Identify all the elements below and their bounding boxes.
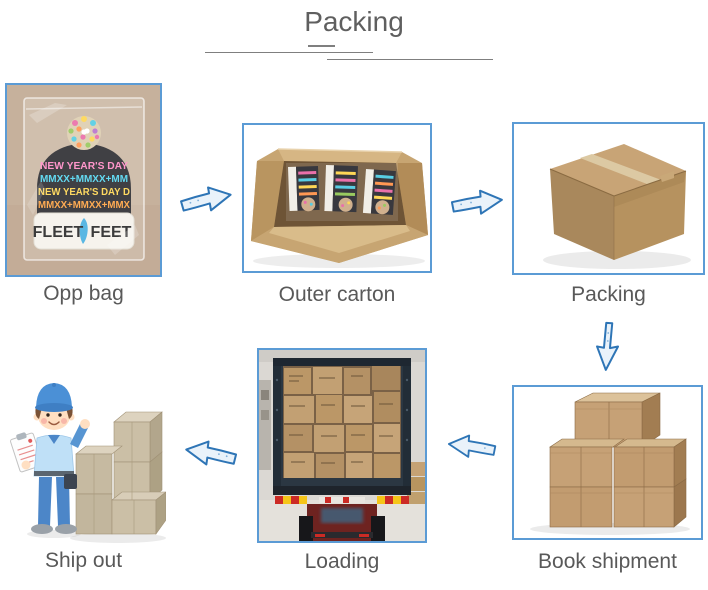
- title-underline-small: [308, 45, 335, 47]
- opp-bag-illustration: NEW YEAR'S DAY MMXX+MMXX+MM NEW YEAR'S D…: [7, 85, 160, 275]
- page-title: Packing: [304, 6, 404, 37]
- beanie-text-line1: NEW YEAR'S DAY: [40, 161, 128, 172]
- step-label-outer-carton: Outer carton: [278, 283, 396, 306]
- outer-carton-illustration: [244, 125, 430, 271]
- stacked-boxes: [549, 392, 687, 528]
- beanie-text-line4: MMXX+MMXX+MMX: [38, 200, 130, 211]
- loaded-boxes: [283, 366, 401, 478]
- packed-bags: [286, 163, 398, 221]
- opp-bag-photo: NEW YEAR'S DAY MMXX+MMXX+MM NEW YEAR'S D…: [5, 83, 162, 277]
- closed-carton-box: [549, 144, 687, 260]
- title-underline-right: [327, 59, 493, 60]
- packing-photo: [512, 122, 705, 275]
- arrow-down-icon: [593, 320, 624, 373]
- loading-illustration: [259, 350, 425, 541]
- delivery-man: [10, 383, 90, 534]
- cap-icon: [36, 383, 72, 407]
- pom-pom-icon: [67, 116, 101, 150]
- step-label-opp-bag: Opp bag: [43, 282, 124, 305]
- outer-carton-photo: [242, 123, 432, 273]
- feather-icon: [79, 218, 88, 244]
- book-shipment-photo: [512, 385, 703, 540]
- step-label-book-shipment: Book shipment: [538, 550, 677, 573]
- brand-text-left: FLEET: [33, 224, 84, 241]
- arrow-left-icon: [181, 434, 241, 472]
- truck-rear: [273, 486, 411, 541]
- loading-photo: [257, 348, 427, 543]
- step-label-ship-out: Ship out: [44, 549, 123, 572]
- plastic-bag-overlay: [23, 97, 145, 261]
- beanie-text-line3: NEW YEAR'S DAY D: [38, 187, 130, 198]
- hazard-stripes: [275, 496, 409, 504]
- open-carton-box: [251, 148, 428, 263]
- arrow-right-icon: [448, 185, 506, 220]
- book-shipment-illustration: [514, 387, 701, 538]
- container: [273, 358, 411, 486]
- title-underline-left: [205, 52, 373, 53]
- ship-out-illustration: [6, 358, 166, 548]
- arrow-right-icon: [176, 179, 236, 218]
- beanie-text-line2: MMXX+MMXX+MM: [40, 174, 128, 185]
- step-label-loading: Loading: [304, 550, 380, 573]
- packing-illustration: [514, 124, 703, 273]
- cartoon-boxes: [75, 411, 166, 535]
- brand-text-right: FEET: [91, 224, 132, 241]
- license-plate: [321, 508, 363, 523]
- beanie: NEW YEAR'S DAY MMXX+MMXX+MM NEW YEAR'S D…: [33, 116, 135, 250]
- step-label-packing: Packing: [571, 283, 646, 306]
- arrow-left-icon: [445, 430, 499, 462]
